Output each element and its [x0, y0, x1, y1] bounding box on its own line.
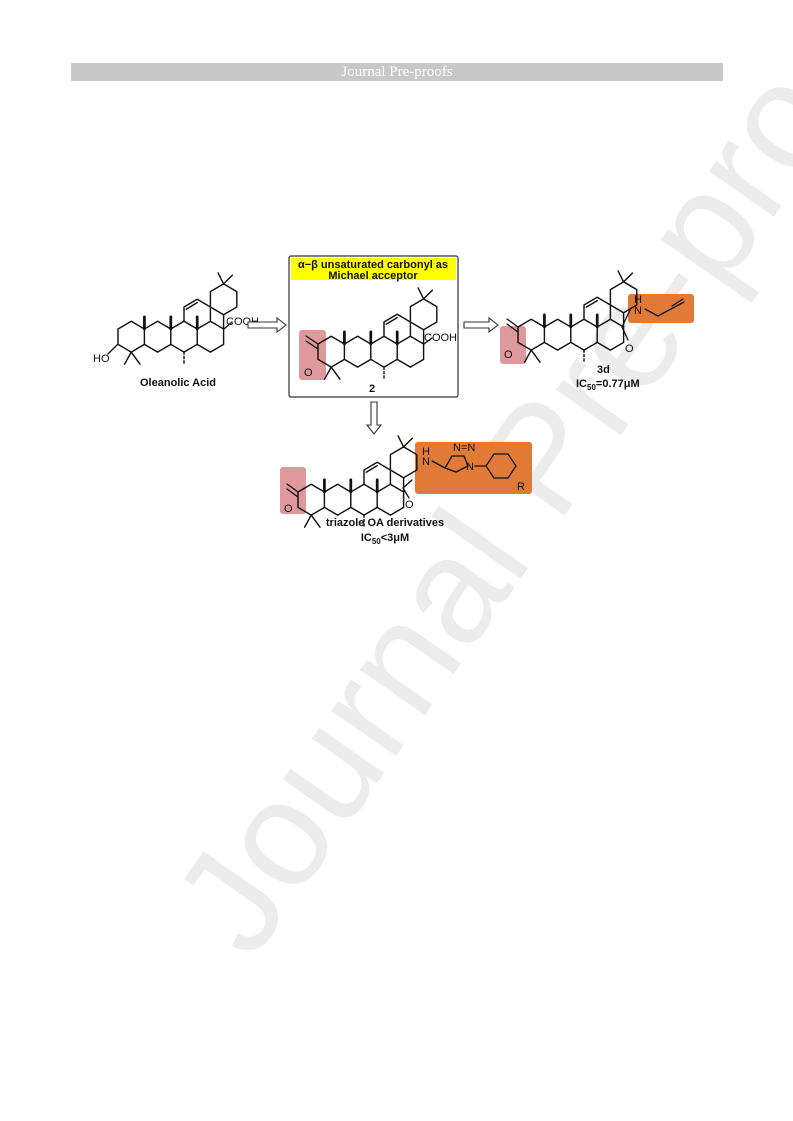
compound-2-panel: α−β unsaturated carbonyl as Michael acce… — [288, 255, 459, 398]
triazole-n-eq-n: N=N — [453, 442, 475, 454]
triazole-orange-highlight — [415, 442, 532, 494]
arrow-2-to-3d — [463, 316, 499, 334]
michael-acceptor-title-line2: Michael acceptor — [328, 270, 418, 282]
compound-2-cooh-label: COOH — [424, 332, 457, 344]
compound-3d-amide-o: O — [625, 343, 634, 355]
compound-3d-structure: O O H N 3d IC50=0.77μM — [500, 269, 694, 392]
enone-red-highlight-triazole — [280, 467, 306, 514]
triazole-derivatives-name: triazole OA derivatives — [326, 517, 444, 529]
triazole-r-label: R — [517, 481, 525, 493]
compound-3d-n-label: N — [634, 305, 642, 317]
triazole-n-label: N — [422, 456, 430, 468]
triazole-amide-o: O — [405, 499, 414, 511]
compound-2-label: 2 — [369, 383, 375, 395]
triazole-derivatives-structure: O O H N N=N N R triazole OA derivatives … — [280, 434, 532, 546]
compound-3d-h-label: H — [634, 294, 642, 306]
compound-2-o-label: O — [304, 367, 313, 379]
triazole-n1: N — [466, 461, 474, 473]
oleanolic-ho-label: HO — [93, 353, 110, 365]
triazole-h-label: H — [422, 446, 430, 458]
arrow-oleanolic-to-2 — [247, 316, 287, 334]
compound-3d-o-label: O — [504, 349, 513, 361]
oleanolic-acid-structure: COOH HO Oleanolic Acid — [93, 271, 259, 389]
arrow-2-to-triazole — [365, 401, 383, 435]
triazole-o-label: O — [284, 503, 293, 515]
compound-3d-label: 3d — [597, 364, 610, 376]
amide-orange-highlight-3d — [628, 294, 694, 323]
journal-preproof-banner: Journal Pre-proofs — [71, 63, 723, 81]
compound-3d-ic50: IC50=0.77μM — [576, 378, 640, 392]
enone-red-highlight-3d — [500, 326, 526, 364]
oleanolic-acid-name: Oleanolic Acid — [140, 377, 216, 389]
michael-acceptor-title-line1: α−β unsaturated carbonyl as — [298, 259, 448, 271]
triazole-ic50: IC50<3μM — [361, 532, 409, 546]
